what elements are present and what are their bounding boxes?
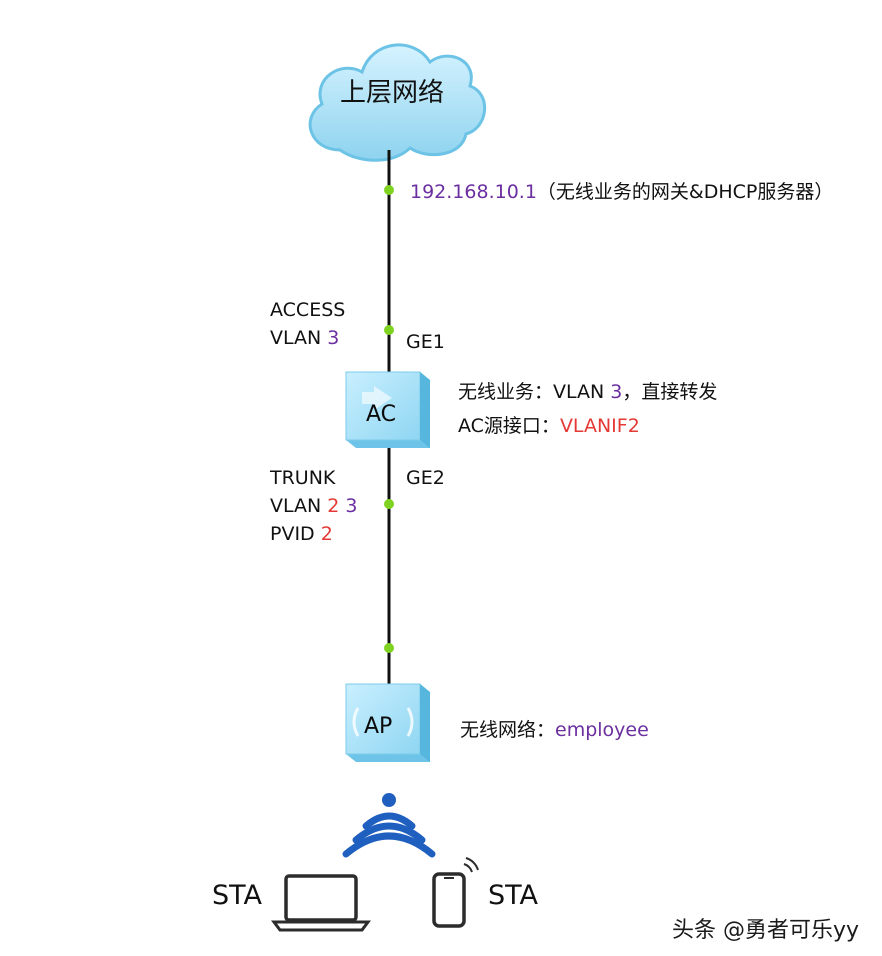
ap-ssid-value: employee <box>555 719 649 741</box>
uplink-dot <box>384 185 394 195</box>
ge1-vlan-prefix: VLAN <box>270 327 328 349</box>
ac-src-prefix: AC源接口： <box>458 415 560 437</box>
laptop-icon <box>271 874 371 932</box>
ap-ssid-prefix: 无线网络： <box>460 719 556 741</box>
watermark: 头条 @勇者可乐yy <box>672 918 860 943</box>
ge2-mode: TRUNK <box>270 467 336 489</box>
ap-label: AP <box>364 714 393 739</box>
ge1-vlan-value: 3 <box>327 327 340 349</box>
ac-label: AC <box>366 402 397 427</box>
ac-service-info: 无线业务：VLAN 3，直接转发 <box>458 380 717 404</box>
ge2-vlan-red: 2 <box>327 495 340 517</box>
ac-service-vlan: 3 <box>610 381 623 403</box>
ge2-port-label: GE2 <box>406 467 445 489</box>
uplink-desc: （无线业务的网关&DHCP服务器） <box>536 181 834 203</box>
ge2-pvid-prefix: PVID <box>270 523 321 545</box>
ap-device <box>345 683 430 762</box>
ge1-vlan: VLAN 3 <box>270 326 339 350</box>
ge1-dot <box>384 325 394 335</box>
ge1-mode: ACCESS <box>270 299 346 321</box>
ap-ssid-info: 无线网络：employee <box>460 718 649 742</box>
ac-service-prefix: 无线业务：VLAN <box>458 381 611 403</box>
ac-source-interface: AC源接口：VLANIF2 <box>458 414 640 438</box>
ac-device <box>345 371 430 448</box>
ge2-vlan-purple: 3 <box>345 495 358 517</box>
uplink-ip: 192.168.10.1 <box>410 181 537 203</box>
ac-service-suffix: ，直接转发 <box>622 381 718 403</box>
wifi-icon <box>342 793 436 858</box>
ap-link-dot <box>384 643 394 653</box>
cloud-label: 上层网络 <box>340 78 445 108</box>
ge2-vlan: VLAN 2 3 <box>270 494 358 518</box>
upper-network-cloud <box>308 43 487 162</box>
ge2-pvid: PVID 2 <box>270 522 333 546</box>
laptop-sta-label: STA <box>212 880 263 911</box>
phone-icon <box>432 857 479 928</box>
phone-sta-label: STA <box>488 880 539 911</box>
uplink-label: 192.168.10.1（无线业务的网关&DHCP服务器） <box>410 180 833 204</box>
ge1-port-label: GE1 <box>406 331 445 353</box>
ac-src-value: VLANIF2 <box>559 415 640 437</box>
ge2-vlan-prefix: VLAN <box>270 495 328 517</box>
ge2-dot <box>384 499 394 509</box>
ge2-pvid-value: 2 <box>320 523 333 545</box>
